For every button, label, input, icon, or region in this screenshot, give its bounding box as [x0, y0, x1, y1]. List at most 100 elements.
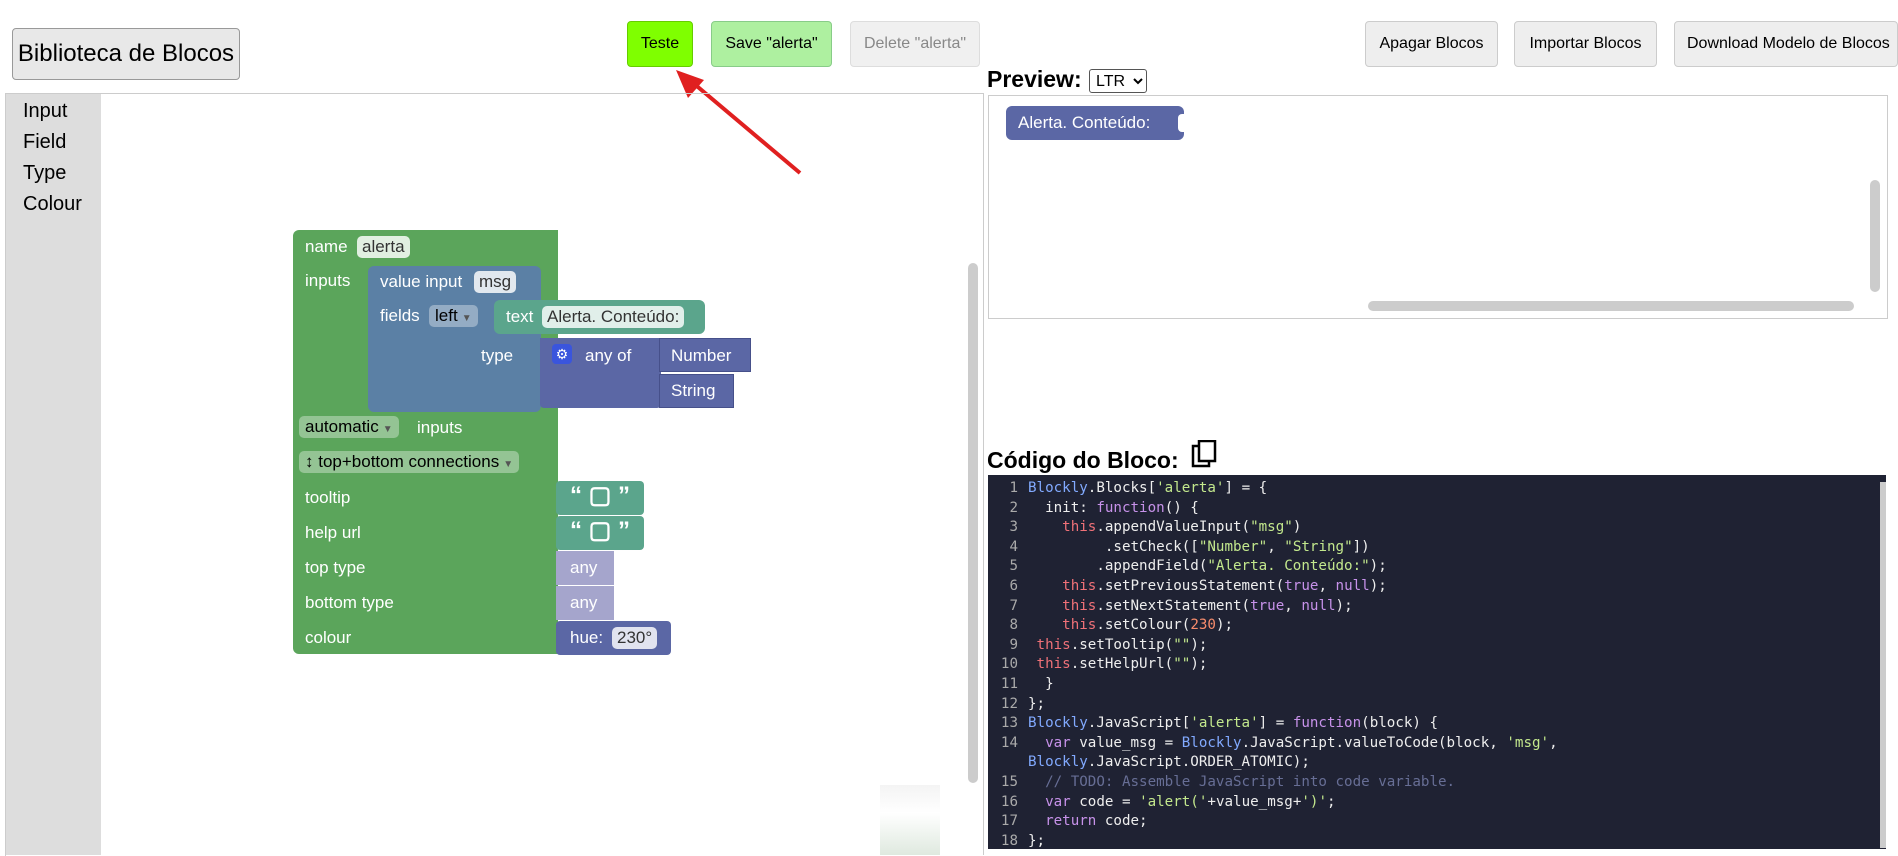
line-number: 15	[1000, 774, 1018, 790]
line-number: 13	[1000, 715, 1018, 732]
bottom-type-label: bottom type	[305, 593, 394, 612]
code-line: 11 }	[988, 675, 1054, 694]
hue-label: hue:	[570, 628, 604, 647]
line-number: 8	[1009, 617, 1018, 634]
panel-divider	[983, 93, 984, 855]
field-align-dropdown[interactable]: left▼	[429, 305, 478, 327]
code-line: 9 this.setTooltip("");	[988, 636, 1207, 655]
trash-can-icon[interactable]	[880, 785, 940, 855]
save-block-button[interactable]: Save "alerta"	[711, 21, 832, 67]
preview-block-text: Alerta. Conteúdo:	[1018, 113, 1151, 132]
text-label: text	[506, 307, 534, 326]
help-url-label: help url	[305, 523, 361, 542]
block-library-button[interactable]: Biblioteca de Blocos	[12, 28, 240, 80]
code-line: 14 var value_msg = Blockly.JavaScript.va…	[988, 734, 1558, 753]
toolbox	[6, 94, 101, 855]
code-line: 5 .appendField("Alerta. Conteúdo:");	[988, 557, 1386, 576]
preview-vertical-scrollbar[interactable]	[1870, 180, 1880, 292]
code-line: 4 .setCheck(["Number", "String"])	[988, 538, 1369, 557]
block-name-field[interactable]: alerta	[357, 236, 410, 258]
chevron-down-icon: ▼	[382, 424, 393, 435]
value-input-label: value input	[380, 272, 463, 291]
line-number: 6	[1009, 578, 1018, 594]
code-line: 17 return code;	[988, 812, 1148, 831]
inputs-label: inputs	[305, 271, 351, 290]
bottom-type-any-block[interactable]	[556, 586, 614, 620]
gear-icon[interactable]: ⚙	[552, 344, 572, 364]
import-blocks-button[interactable]: Importar Blocos	[1514, 21, 1657, 67]
code-scrollbar[interactable]	[1880, 482, 1886, 848]
name-label: name	[305, 237, 348, 256]
string-type-label: String	[671, 381, 716, 400]
line-number: 18	[1000, 832, 1018, 849]
block-code-title: Código do Bloco:	[987, 447, 1179, 473]
value-input-name-field[interactable]: msg	[474, 271, 517, 293]
number-type-block[interactable]	[659, 338, 751, 372]
connections-dropdown[interactable]: ↕ top+bottom connections▼	[299, 451, 520, 473]
code-line: 15 // TODO: Assemble JavaScript into cod…	[988, 773, 1455, 792]
tooltip-text-block[interactable]	[556, 481, 644, 515]
inputs-mode-dropdown[interactable]: automatic▼	[299, 416, 399, 438]
field-align-value: left	[435, 306, 458, 325]
chevron-down-icon: ▼	[461, 313, 472, 324]
line-number: 17	[1000, 813, 1018, 830]
line-number: 2	[1009, 499, 1018, 516]
line-number: 1	[1009, 480, 1018, 496]
copy-icon[interactable]	[1191, 440, 1217, 470]
delete-block-button[interactable]: Delete "alerta"	[850, 21, 980, 67]
text-field-value[interactable]: Alerta. Conteúdo:	[542, 306, 685, 328]
toolbox-category-colour[interactable]: Colour	[23, 193, 82, 215]
type-label: type	[481, 346, 514, 365]
chevron-down-icon: ▼	[503, 459, 514, 470]
preview-workspace[interactable]	[988, 95, 1888, 319]
inputs-mode-suffix: inputs	[417, 418, 463, 437]
line-number: 11	[1000, 676, 1018, 692]
number-type-label: Number	[671, 346, 732, 365]
download-block-template-button[interactable]: Download Modelo de Blocos	[1674, 21, 1898, 67]
line-number: 16	[1000, 793, 1018, 810]
line-number: 10	[1000, 656, 1018, 673]
line-number: 3	[1009, 519, 1018, 536]
connections-value: ↕ top+bottom connections	[305, 452, 500, 471]
line-number: 7	[1009, 597, 1018, 614]
preview-title: Preview:	[987, 66, 1082, 92]
clear-blocks-button[interactable]: Apagar Blocos	[1365, 21, 1498, 67]
line-number: 9	[1009, 636, 1018, 653]
bottom-type-any-label: any	[570, 593, 598, 612]
preview-block[interactable]	[1006, 106, 1184, 140]
red-arrow-annotation	[676, 70, 802, 175]
code-line: Blockly.JavaScript.ORDER_ATOMIC);	[1028, 754, 1310, 771]
direction-select[interactable]: LTR	[1089, 69, 1147, 93]
top-type-any-label: any	[570, 558, 598, 577]
top-type-any-block[interactable]	[556, 551, 614, 585]
code-line: 8 this.setColour(230);	[988, 616, 1233, 635]
code-line: 12};	[988, 695, 1045, 714]
code-line: 2 init: function() {	[988, 499, 1198, 518]
code-line: 18};	[988, 832, 1045, 849]
block-workspace[interactable]	[5, 93, 983, 856]
line-number: 5	[1009, 558, 1018, 575]
toolbox-category-input[interactable]: Input	[23, 100, 68, 122]
preview-horizontal-scrollbar[interactable]	[1368, 301, 1854, 311]
quote-icon: “ ▢ ”	[570, 482, 631, 509]
code-line: 6 this.setPreviousStatement(true, null);	[988, 577, 1386, 596]
help-url-text-block[interactable]	[556, 516, 644, 550]
hue-value-field[interactable]: 230°	[612, 627, 658, 649]
workspace-scrollbar[interactable]	[968, 263, 978, 783]
top-type-label: top type	[305, 558, 366, 577]
string-type-block[interactable]	[659, 374, 734, 408]
fields-label: fields	[380, 306, 420, 325]
line-number: 14	[1000, 734, 1018, 751]
colour-label: colour	[305, 628, 352, 647]
code-line: 10 this.setHelpUrl("");	[988, 655, 1208, 674]
input-notch	[1178, 114, 1186, 132]
test-button[interactable]: Teste	[627, 21, 693, 67]
line-number: 12	[1000, 695, 1018, 712]
inputs-mode-value: automatic	[305, 417, 379, 436]
toolbox-category-type[interactable]: Type	[23, 162, 67, 184]
toolbox-category-field[interactable]: Field	[23, 131, 67, 153]
line-number: 4	[1009, 538, 1018, 555]
